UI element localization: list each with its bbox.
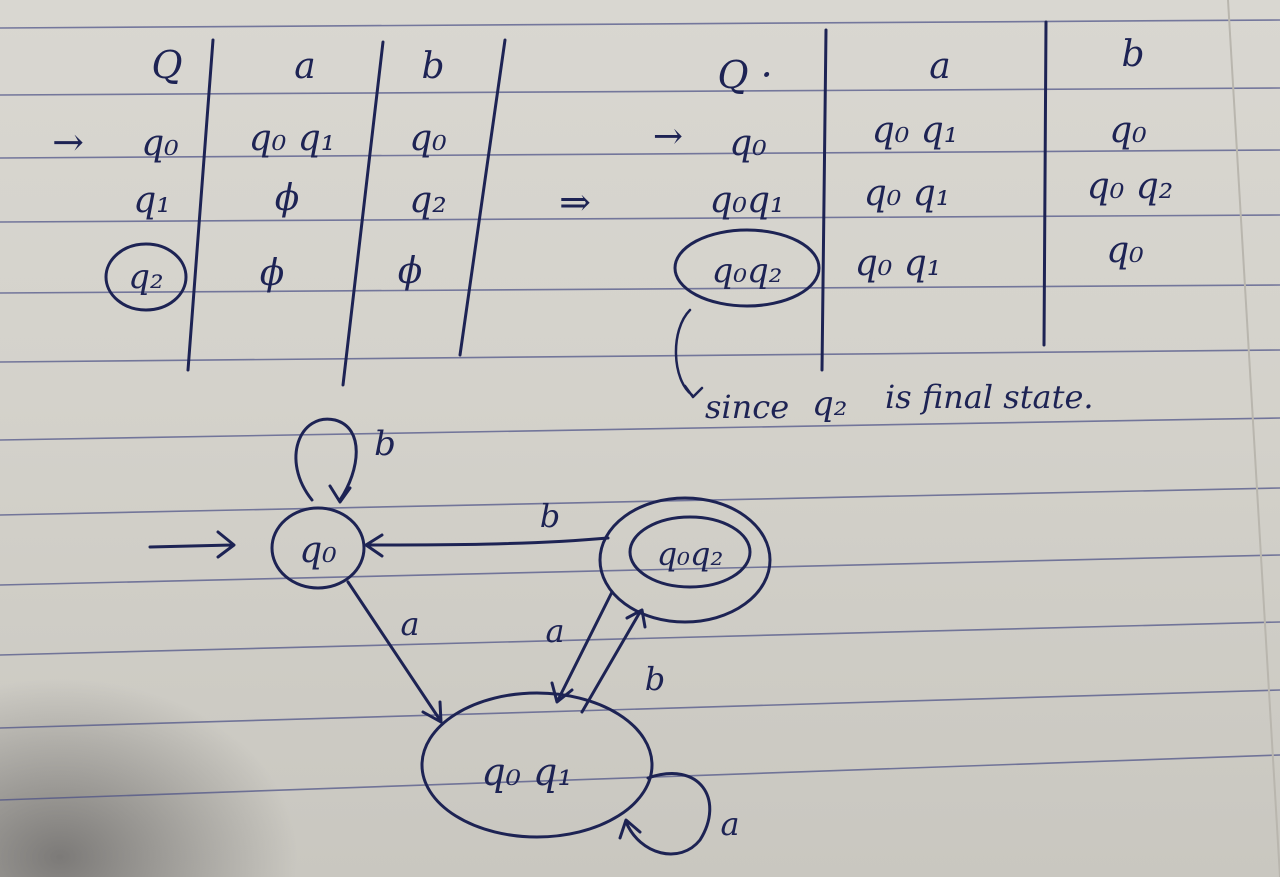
q0q1-self-loop-label: a (720, 805, 739, 843)
dfa-diagram: q₀ b q₀q₂ b q₀ q₁ a a b a (148, 417, 772, 856)
nfa-start-marker: → (52, 120, 84, 164)
nfa-table: Q a b → q₀ q₀ q₁ q₀ q₁ ϕ q₂ q₂ ϕ ϕ (52, 38, 507, 387)
edge-q0q2-to-q0 (364, 533, 610, 558)
dfa-q0-b: q₀ (1109, 110, 1146, 151)
nfa-state-q1: q₁ (133, 180, 170, 221)
note-suffix: is final state. (885, 378, 1094, 416)
dfa-table: Q · a b → q₀ q₀ q₁ q₀ q₀q₁ q₀ q₁ q₀ q₂ q… (653, 20, 1173, 372)
note-state: q₂ (812, 384, 847, 424)
nfa-q1-b: q₂ (409, 180, 446, 221)
shadow (0, 677, 300, 877)
dfa-q0q1-b: q₀ q₂ (1087, 166, 1173, 207)
nfa-q0-b: q₀ (409, 118, 446, 159)
state-q0q1 (420, 691, 654, 839)
dfa-final-circle (673, 228, 821, 308)
q0-self-loop-label: b (374, 424, 396, 464)
final-state-note: since q₂ is final state. (674, 308, 1094, 426)
edge-q0q2-to-q0q1 (550, 590, 614, 704)
nfa-state-q0: q₀ (141, 123, 178, 164)
nfa-q2-b: ϕ (398, 251, 423, 292)
edge-q0-to-q0q1-label: a (400, 605, 419, 643)
edge-q0q2-to-q0q1-label: a (545, 612, 564, 650)
dfa-q0q2-b: q₀ (1106, 230, 1143, 271)
start-arrow (148, 530, 236, 559)
nfa-q1-a: ϕ (275, 178, 300, 219)
edge-q0q2-to-q0-label: b (540, 497, 560, 535)
dfa-state-q0q2: q₀q₂ (712, 251, 783, 291)
dfa-q0-a: q₀ q₁ (872, 110, 958, 151)
dfa-header-q: Q · (717, 53, 772, 97)
dfa-state-q0: q₀ (729, 123, 766, 164)
dfa-q0q2-a: q₀ q₁ (855, 243, 941, 284)
state-q0q2-label: q₀q₂ (657, 535, 724, 573)
nfa-header-b: b (421, 46, 444, 87)
state-q0q1-label: q₀ q₁ (481, 750, 572, 794)
state-q0q2-outer (598, 496, 772, 624)
edge-q0q1-to-q0q2 (580, 608, 647, 714)
q0-self-loop (294, 417, 358, 504)
dfa-header-a: a (929, 46, 950, 87)
dfa-start-marker: → (653, 116, 683, 157)
dfa-state-q0q1: q₀q₁ (710, 180, 785, 221)
dfa-header-b: b (1121, 34, 1144, 75)
nfa-final-circle (104, 242, 188, 312)
edge-q0q1-to-q0q2-label: b (645, 660, 665, 698)
dfa-q0q1-a: q₀ q₁ (864, 173, 950, 214)
edge-q0-to-q0q1 (346, 580, 443, 724)
implies-arrow: ⇒ (559, 180, 591, 224)
nfa-q2-a: ϕ (260, 253, 285, 294)
nfa-q0-a: q₀ q₁ (249, 118, 335, 159)
state-q0-label: q₀ (299, 530, 336, 571)
state-q0 (270, 506, 366, 590)
nfa-state-q2: q₂ (128, 257, 163, 297)
page-edge (1227, 0, 1280, 877)
state-q0q2-inner (628, 515, 752, 589)
q0q1-self-loop (618, 772, 712, 856)
note-prefix: since (705, 388, 789, 426)
ruled-lines (0, 19, 1280, 801)
nfa-header-a: a (294, 46, 315, 87)
nfa-header-q: Q (151, 43, 182, 87)
